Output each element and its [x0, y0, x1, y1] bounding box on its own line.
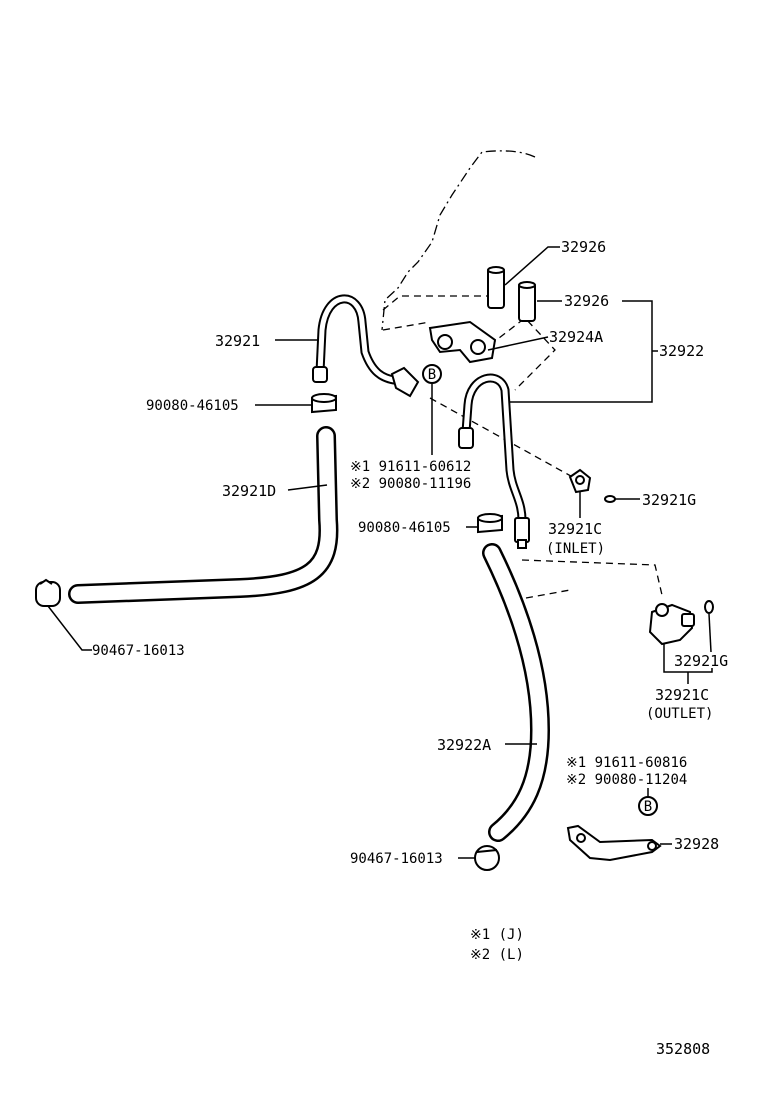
label-note1-lower: ※1 91611-60816 — [566, 755, 687, 771]
label-32921C-outlet: 32921C — [655, 686, 709, 704]
label-note2-lower: ※2 90080-11204 — [566, 772, 687, 788]
hose-32921D — [68, 426, 339, 604]
label-clip-bottom: 90467-16013 — [350, 851, 443, 867]
label-outlet: (OUTLET) — [646, 706, 713, 722]
leader-32924A — [487, 336, 549, 351]
legend-note1: ※1 (J) — [470, 927, 524, 943]
union-32921C-outlet — [648, 603, 695, 646]
leader-32921G-lower — [708, 613, 712, 653]
leader-32926-top — [504, 246, 560, 286]
gasket-32921G-lower — [704, 600, 714, 614]
label-clip-left: 90467-16013 — [92, 643, 185, 659]
guide-line-bracket-top — [382, 295, 490, 311]
label-note2-upper: ※2 90080-11196 — [350, 476, 471, 492]
guide-line-bracket-right — [489, 317, 556, 391]
label-note1-upper: ※1 91611-60612 — [350, 459, 471, 475]
label-32921G-upper: 32921G — [642, 491, 696, 509]
label-32922: 32922 — [659, 342, 704, 360]
union-bolt — [568, 468, 592, 494]
label-32926-top: 32926 — [561, 238, 606, 256]
leader-32921D — [287, 484, 328, 491]
transmission-outline — [381, 150, 536, 331]
label-clamp-mid: 90080-46105 — [358, 520, 451, 536]
gasket-32921G-upper — [604, 495, 616, 503]
clip-bottom — [474, 845, 500, 871]
label-32926-mid: 32926 — [564, 292, 609, 310]
bolt-marker-upper: B — [428, 367, 436, 383]
bracket-32928 — [566, 824, 662, 862]
illustration-number: 352808 — [656, 1040, 710, 1058]
bracket-32924A — [428, 320, 497, 364]
hose-32922A — [482, 543, 550, 842]
clip-left — [35, 578, 61, 607]
label-32924A: 32924A — [549, 328, 603, 346]
leader-clip-left — [47, 605, 92, 651]
label-inlet: (INLET) — [546, 541, 605, 557]
label-32921G-lower: 32921G — [674, 652, 728, 670]
label-32922A: 32922A — [437, 736, 491, 754]
bolt-marker-upper-circle — [422, 364, 442, 384]
sleeve-32926-top — [487, 266, 505, 309]
bolt-marker-lower-circle — [638, 796, 658, 816]
guide-line-bracket-left — [382, 321, 431, 331]
clamp-mid — [477, 513, 503, 534]
label-32921D: 32921D — [222, 482, 276, 500]
tube-32921 — [312, 294, 420, 398]
label-32928: 32928 — [674, 835, 719, 853]
guide-line-outlet — [521, 559, 663, 596]
clamp-upper — [311, 393, 337, 414]
label-clamp-upper: 90080-46105 — [146, 398, 239, 414]
sleeve-32926-mid — [518, 281, 536, 322]
guide-line-outlet-2 — [525, 589, 571, 599]
bolt-marker-lower: B — [644, 799, 652, 815]
label-32921C-inlet: 32921C — [548, 520, 602, 538]
legend-note2: ※2 (L) — [470, 947, 524, 963]
tube-32922 — [458, 373, 530, 549]
label-32921: 32921 — [215, 332, 260, 350]
